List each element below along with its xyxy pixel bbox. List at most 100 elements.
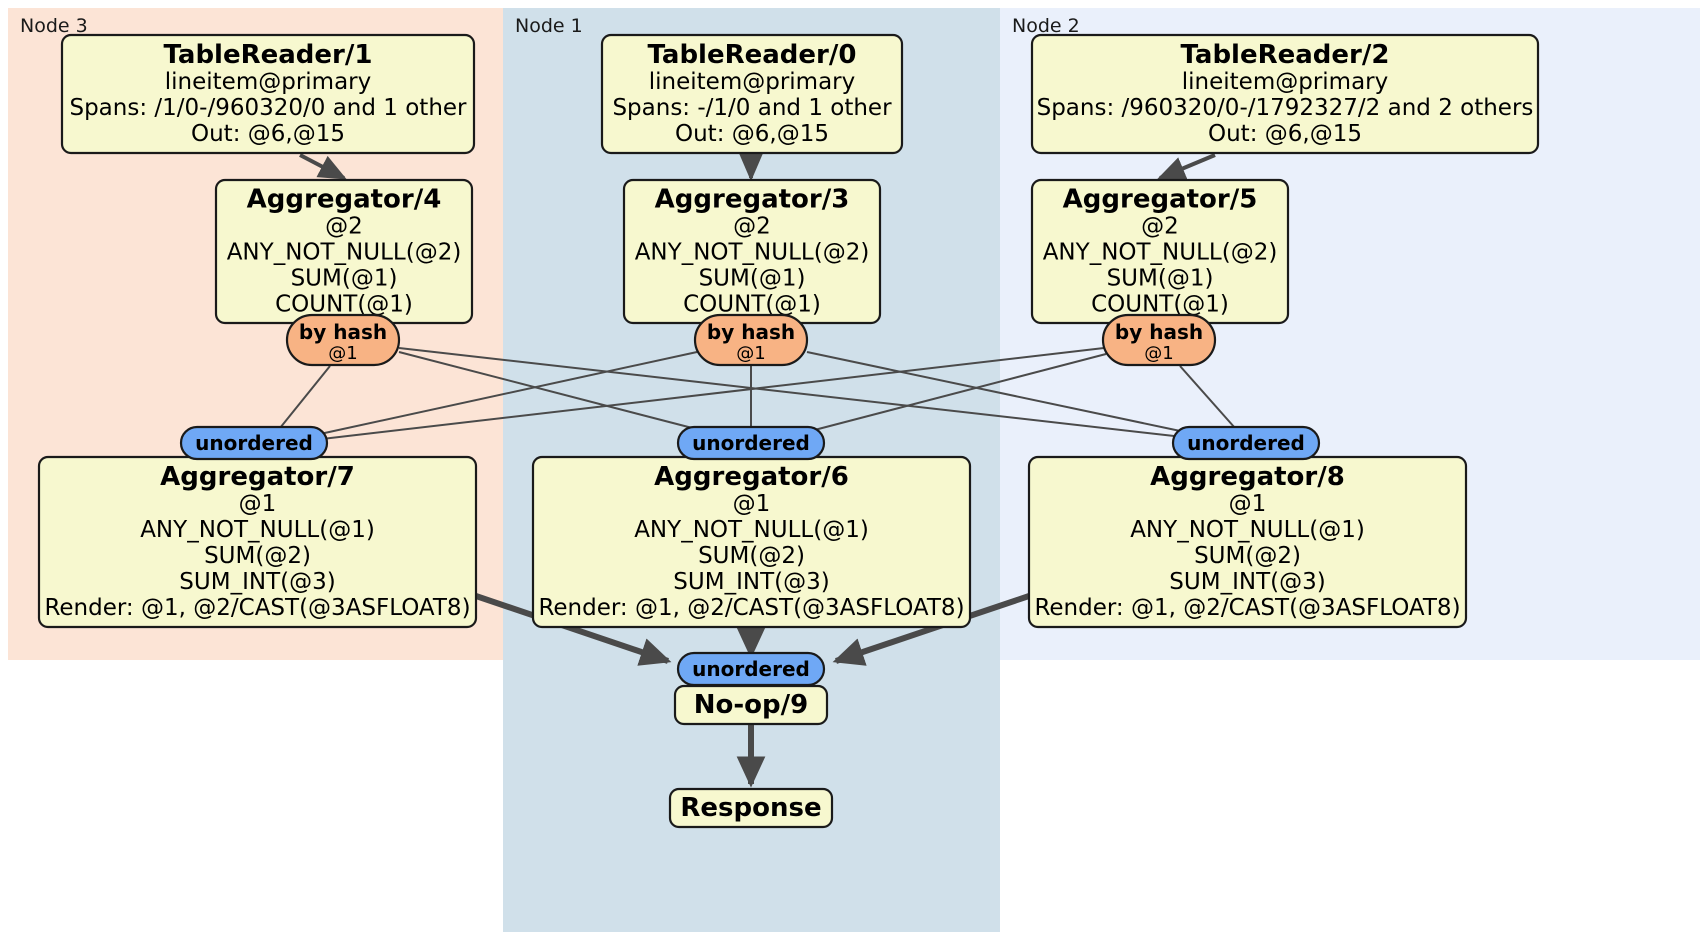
processor-detail-line: COUNT(@1) — [1091, 292, 1229, 318]
processor-detail-line: Render: @1, @2/CAST(@3ASFLOAT8) — [1034, 595, 1460, 621]
processor-aggregator-7[interactable]: Aggregator/7@1ANY_NOT_NULL(@1)SUM(@2)SUM… — [37, 455, 478, 629]
processor-detail-line: COUNT(@1) — [275, 292, 413, 318]
node-panel-label: Node 2 — [1012, 15, 1080, 37]
processor-detail-line: ANY_NOT_NULL(@1) — [1130, 517, 1365, 543]
processor-detail-line: Out: @6,@15 — [675, 121, 829, 147]
processor-aggregator-3[interactable]: Aggregator/3@2ANY_NOT_NULL(@2)SUM(@1)COU… — [622, 178, 882, 325]
processor-detail-line: SUM(@1) — [1107, 266, 1214, 292]
processor-title: Aggregator/6 — [654, 462, 849, 492]
processor-detail-line: @1 — [733, 491, 771, 517]
pill-subtitle: @1 — [328, 343, 357, 364]
processor-noop-9[interactable]: No-op/9 — [673, 684, 829, 726]
hash-router-byhash-5[interactable]: by hash@1 — [1101, 313, 1217, 367]
processor-detail-line: Out: @6,@15 — [1208, 121, 1362, 147]
pill-shape — [179, 425, 329, 461]
edge-tr2-to-agg5 — [1157, 153, 1216, 180]
edges-layer — [279, 153, 1236, 788]
processor-title: Aggregator/3 — [655, 185, 850, 215]
processor-detail-line: SUM_INT(@3) — [673, 569, 829, 595]
pill-subtitle: @1 — [736, 343, 765, 364]
edge-hash4-to-u7 — [279, 365, 331, 429]
processor-detail-line: @1 — [1229, 491, 1267, 517]
edge-hash5-to-u6 — [802, 353, 1107, 434]
pill-title: unordered — [692, 431, 810, 455]
processor-detail-line: ANY_NOT_NULL(@2) — [635, 240, 870, 266]
processor-detail-line: COUNT(@1) — [683, 292, 821, 318]
unordered-synchronizer-unordered-7[interactable]: unordered — [179, 425, 329, 461]
processor-detail-line: Spans: /960320/0-/1792327/2 and 2 others — [1037, 95, 1534, 121]
hash-router-byhash-3[interactable]: by hash@1 — [693, 313, 809, 367]
processor-aggregator-8[interactable]: Aggregator/8@1ANY_NOT_NULL(@1)SUM(@2)SUM… — [1027, 455, 1468, 629]
processor-box-shape — [600, 33, 904, 155]
processor-detail-line: ANY_NOT_NULL(@1) — [140, 517, 375, 543]
processor-title: TableReader/1 — [164, 40, 373, 70]
processor-detail-line: lineitem@primary — [165, 69, 371, 95]
processor-box-shape — [668, 787, 834, 829]
unordered-synchronizer-unordered-9[interactable]: unordered — [676, 651, 826, 687]
edge-hash3-to-u7 — [319, 351, 698, 435]
pill-shape — [676, 425, 826, 461]
processor-detail-line: @2 — [325, 214, 363, 240]
processor-detail-line: SUM_INT(@3) — [1169, 569, 1325, 595]
pill-shape — [1171, 425, 1321, 461]
processor-detail-line: SUM(@2) — [698, 543, 805, 569]
processor-title: TableReader/2 — [1181, 40, 1390, 70]
processor-title: No-op/9 — [694, 690, 808, 720]
pill-title: by hash — [1115, 320, 1203, 344]
processor-detail-line: Spans: -/1/0 and 1 other — [612, 95, 892, 121]
processor-detail-line: ANY_NOT_NULL(@2) — [1043, 240, 1278, 266]
processor-detail-line: Render: @1, @2/CAST(@3ASFLOAT8) — [44, 595, 470, 621]
processor-detail-line: Render: @1, @2/CAST(@3ASFLOAT8) — [538, 595, 964, 621]
processor-detail-line: lineitem@primary — [1182, 69, 1388, 95]
processor-title: Response — [680, 793, 821, 823]
processor-title: Aggregator/8 — [1150, 462, 1345, 492]
edge-hash5-to-u8 — [1179, 365, 1236, 429]
unordered-synchronizer-unordered-8[interactable]: unordered — [1171, 425, 1321, 461]
node-panel-label: Node 1 — [515, 15, 583, 37]
processor-aggregator-5[interactable]: Aggregator/5@2ANY_NOT_NULL(@2)SUM(@1)COU… — [1030, 178, 1290, 325]
edge-tr1-to-agg4 — [299, 153, 347, 180]
processor-detail-line: @2 — [1141, 214, 1179, 240]
processor-aggregator-6[interactable]: Aggregator/6@1ANY_NOT_NULL(@1)SUM(@2)SUM… — [531, 455, 972, 629]
processor-detail-line: SUM(@2) — [204, 543, 311, 569]
edge-hash4-to-u6 — [398, 351, 701, 431]
pill-title: by hash — [707, 320, 795, 344]
processor-title: Aggregator/7 — [160, 462, 355, 492]
pill-shape — [693, 313, 809, 367]
edge-agg7-to-u9 — [475, 593, 672, 666]
processor-detail-line: SUM_INT(@3) — [179, 569, 335, 595]
pill-title: unordered — [692, 657, 810, 681]
hash-router-byhash-4[interactable]: by hash@1 — [285, 313, 401, 367]
edge-hash4-to-u8 — [398, 347, 1184, 438]
processor-detail-line: SUM(@2) — [1194, 543, 1301, 569]
unordered-synchronizer-unordered-6[interactable]: unordered — [676, 425, 826, 461]
processor-detail-line: Out: @6,@15 — [191, 121, 345, 147]
processor-aggregator-4[interactable]: Aggregator/4@2ANY_NOT_NULL(@2)SUM(@1)COU… — [214, 178, 474, 325]
processor-title: TableReader/0 — [648, 40, 857, 70]
pill-title: by hash — [299, 320, 387, 344]
processor-response[interactable]: Response — [668, 787, 834, 829]
processor-detail-line: lineitem@primary — [649, 69, 855, 95]
pill-shape — [1101, 313, 1217, 367]
processor-box-shape — [1030, 33, 1540, 155]
pill-subtitle: @1 — [1144, 343, 1173, 364]
processor-detail-line: ANY_NOT_NULL(@2) — [227, 240, 462, 266]
processor-box-shape — [60, 33, 476, 155]
processor-detail-line: SUM(@1) — [291, 266, 398, 292]
processor-title: Aggregator/4 — [247, 185, 442, 215]
pill-shape — [285, 313, 401, 367]
processor-detail-line: @1 — [239, 491, 277, 517]
edge-hash3-to-u8 — [806, 351, 1186, 433]
processor-title: Aggregator/5 — [1063, 185, 1258, 215]
pill-title: unordered — [195, 431, 313, 455]
processor-detail-line: ANY_NOT_NULL(@1) — [634, 517, 869, 543]
node-panel-label: Node 3 — [20, 15, 88, 37]
edge-agg8-to-u9 — [832, 593, 1030, 666]
